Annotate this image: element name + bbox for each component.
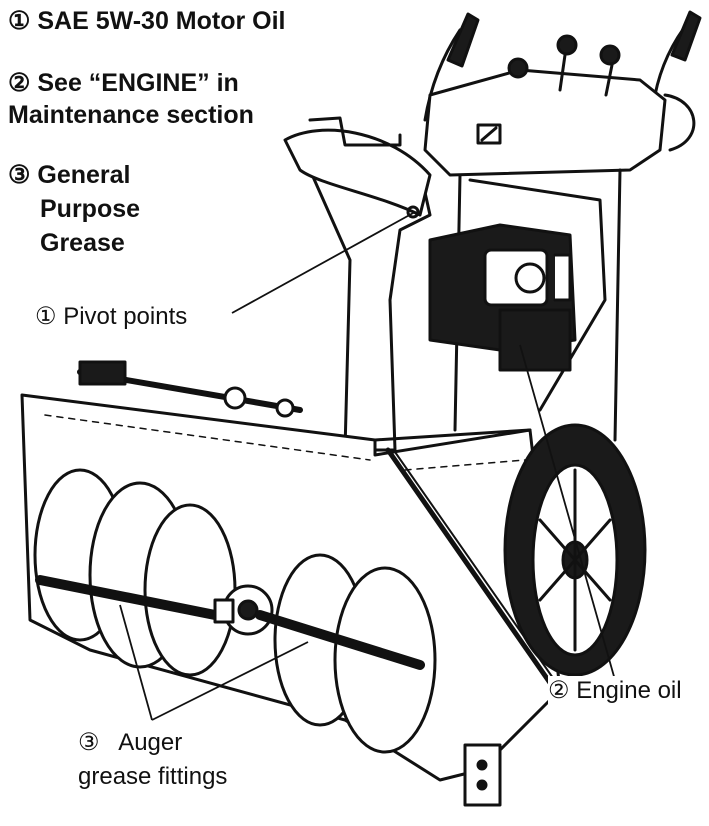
legend-text-3b: Purpose [40, 195, 141, 223]
callout-pivot-marker: ① [35, 303, 57, 330]
legend-text-2a: See “ENGINE” in [37, 69, 239, 97]
skid-shoe [463, 743, 502, 807]
callout-auger-marker: ③ [78, 729, 100, 756]
auger-right [255, 553, 437, 754]
legend-item-1: ① SAE 5W-30 Motor Oil [8, 6, 286, 36]
legend-marker-1: ① [8, 7, 31, 35]
legend-item-2-line1: ② See “ENGINE” in [8, 68, 239, 98]
knob-3 [599, 44, 621, 66]
legend-text-2b: Maintenance section [8, 101, 254, 129]
knob-2 [556, 34, 578, 56]
left-grip [446, 12, 480, 68]
callout-auger-line2: grease fittings [78, 762, 227, 792]
callout-auger-line1: ③ Auger [78, 728, 182, 758]
auger-leader-2 [151, 641, 309, 721]
callout-engine-marker: ② [548, 677, 570, 704]
right-grip [670, 10, 702, 62]
callout-pivot-text: Pivot points [63, 303, 188, 330]
leader-lines [119, 211, 616, 721]
callout-engine-text: Engine oil [576, 677, 682, 704]
legend-item-2-line2: Maintenance section [8, 100, 254, 130]
callout-engine-oil: ② Engine oil [548, 676, 682, 706]
engine-oil-leader [519, 344, 616, 681]
chute-deflector [283, 128, 432, 217]
callout-auger-text2: grease fittings [78, 763, 228, 790]
auger-left [33, 468, 245, 677]
legend-marker-2: ② [8, 69, 31, 97]
legend-text-1: SAE 5W-30 Motor Oil [37, 7, 286, 35]
legend-item-3-line2: Purpose [40, 194, 140, 224]
callout-pivot-points: ① Pivot points [35, 302, 187, 332]
legend-text-3a: General [37, 161, 131, 189]
callout-auger-text1: Auger [118, 729, 183, 756]
legend-item-3-line3: Grease [40, 228, 125, 258]
auger-leader-1 [119, 604, 153, 721]
legend-item-3-line1: ③ General [8, 160, 130, 190]
left-handle [423, 28, 462, 122]
pivot-leader [231, 211, 416, 314]
control-panel [423, 68, 667, 177]
knob-1 [507, 57, 529, 79]
engine-housing [498, 308, 572, 372]
legend-marker-3: ③ [8, 161, 31, 189]
legend-text-3c: Grease [40, 229, 125, 257]
